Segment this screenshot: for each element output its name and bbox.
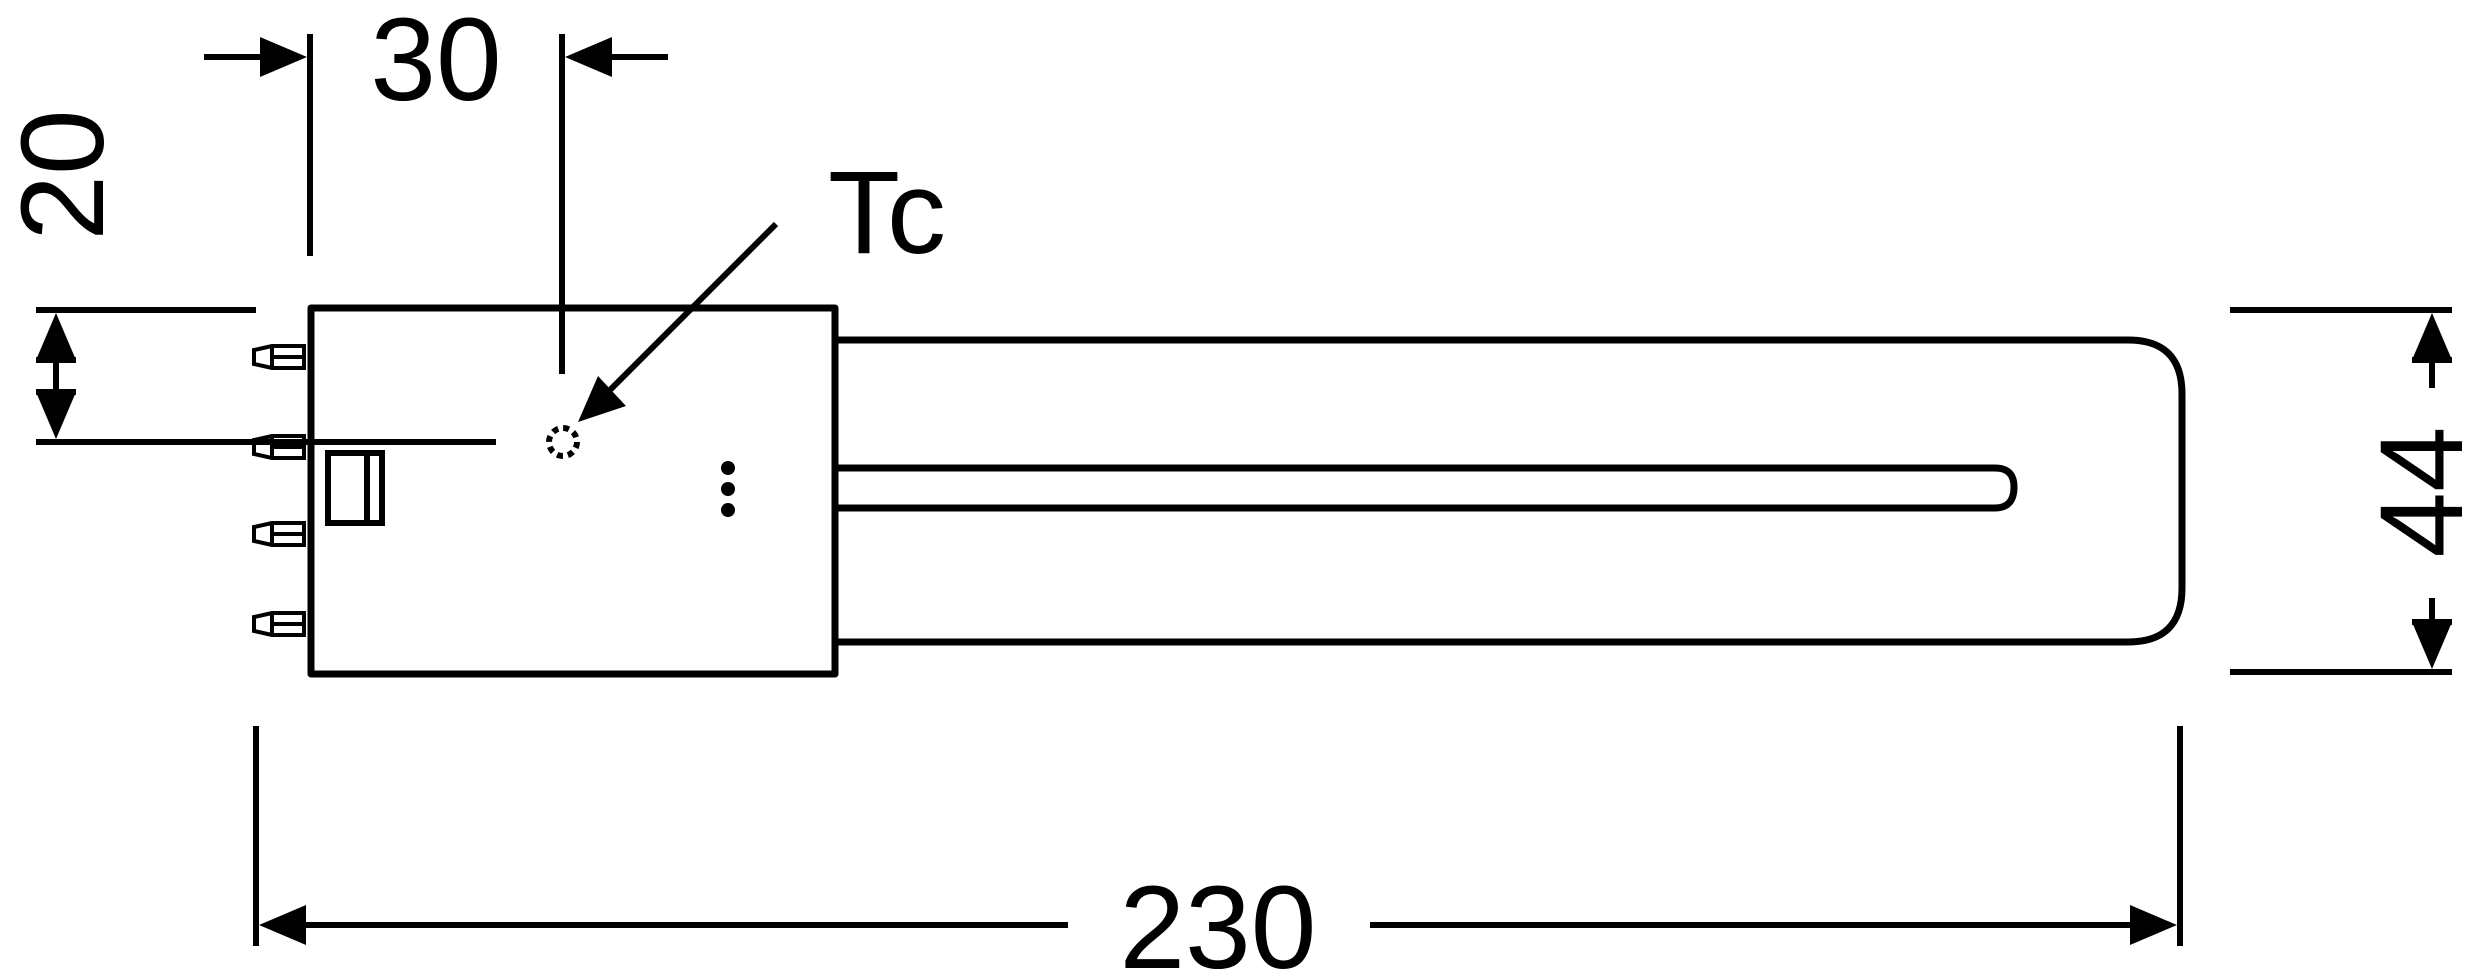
lamp-base	[307, 304, 839, 678]
tc-point-icon	[546, 425, 580, 459]
tc-label: Tc	[828, 147, 946, 279]
dimension-20: 20	[0, 109, 496, 445]
tube-outer	[838, 336, 2186, 646]
arrowhead	[36, 313, 76, 360]
base-housing	[307, 304, 839, 678]
arrowhead	[2130, 905, 2177, 945]
tube-inner	[838, 464, 2018, 512]
base-dot	[721, 482, 735, 496]
dimension-20-value: 20	[0, 109, 129, 240]
arrowhead	[2412, 313, 2452, 360]
dimension-44-value: 44	[2356, 426, 2479, 557]
dimension-230: 230	[253, 726, 2183, 974]
dimension-30-value: 30	[370, 0, 501, 126]
base-window	[325, 450, 385, 526]
lamp-pins	[252, 344, 306, 637]
lamp-tube	[838, 336, 2186, 646]
dimension-230-value: 230	[1120, 862, 1317, 974]
dimension-44: 44	[2230, 307, 2479, 675]
tc-leader-line	[601, 221, 779, 399]
base-dot	[721, 461, 735, 475]
arrowhead	[565, 37, 612, 77]
pin	[252, 344, 306, 370]
tc-arrowhead	[578, 376, 626, 422]
arrowhead	[260, 37, 307, 77]
arrowhead	[259, 905, 306, 945]
pin	[252, 521, 306, 547]
base-dot	[721, 503, 735, 517]
arrowhead	[2412, 622, 2452, 669]
tc-measuring-point: Tc	[546, 147, 946, 459]
pin	[252, 611, 306, 637]
arrowhead	[36, 392, 76, 439]
dimension-30: 30	[204, 0, 668, 374]
